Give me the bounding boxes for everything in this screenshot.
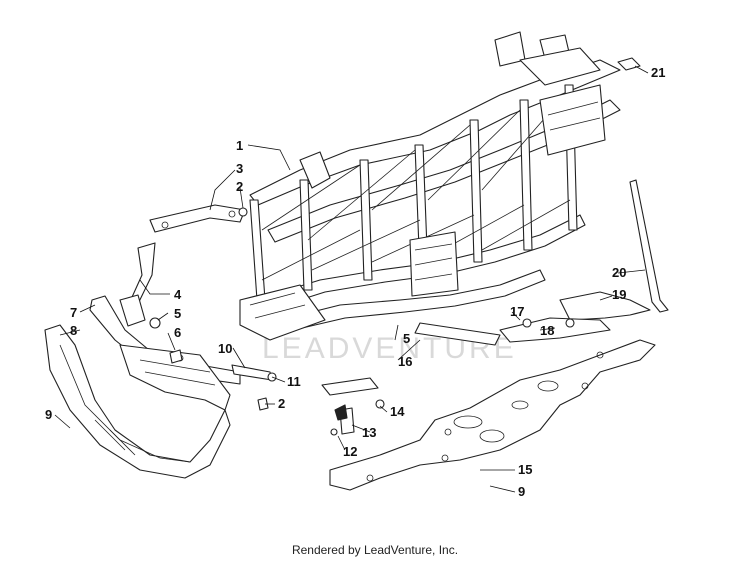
rear-bracket[interactable] bbox=[499, 291, 651, 343]
callout-labels: 1 3 2 4 5 6 7 8 9 10 11 2 5 16 17 18 19 … bbox=[45, 65, 665, 499]
callout-9b: 9 bbox=[518, 484, 525, 499]
callout-10: 10 bbox=[218, 341, 232, 356]
main-frame[interactable] bbox=[239, 31, 621, 341]
callout-17: 17 bbox=[510, 304, 524, 319]
center-plate[interactable] bbox=[414, 322, 501, 346]
front-bumper[interactable] bbox=[89, 295, 241, 411]
front-guard[interactable] bbox=[44, 324, 231, 479]
callout-9: 9 bbox=[45, 407, 52, 422]
lower-link[interactable] bbox=[321, 377, 385, 436]
callout-18: 18 bbox=[540, 323, 554, 338]
callout-2: 2 bbox=[236, 179, 243, 194]
skid-plate[interactable] bbox=[329, 339, 656, 491]
leader-lines bbox=[54, 65, 649, 493]
callout-13: 13 bbox=[362, 425, 376, 440]
support-rod[interactable] bbox=[629, 179, 669, 313]
callout-19: 19 bbox=[612, 287, 626, 302]
callout-20: 20 bbox=[612, 265, 626, 280]
callout-16: 16 bbox=[398, 354, 412, 369]
callout-21: 21 bbox=[651, 65, 665, 80]
callout-11: 11 bbox=[287, 374, 301, 389]
callout-12: 12 bbox=[343, 444, 357, 459]
front-brace[interactable] bbox=[119, 242, 156, 327]
hardware-front[interactable] bbox=[149, 207, 277, 411]
callout-14: 14 bbox=[390, 404, 405, 419]
callout-2b: 2 bbox=[278, 396, 285, 411]
left-bracket[interactable] bbox=[149, 204, 246, 233]
callout-6: 6 bbox=[174, 325, 181, 340]
callout-1: 1 bbox=[236, 138, 243, 153]
callout-8: 8 bbox=[70, 323, 77, 338]
callout-7: 7 bbox=[70, 305, 77, 320]
callout-4: 4 bbox=[174, 287, 182, 302]
callout-5: 5 bbox=[174, 306, 181, 321]
footer-credit: Rendered by LeadVenture, Inc. bbox=[291, 543, 459, 557]
rear-pad[interactable] bbox=[617, 57, 641, 71]
callout-5b: 5 bbox=[403, 331, 410, 346]
callout-15: 15 bbox=[518, 462, 532, 477]
callout-3: 3 bbox=[236, 161, 243, 176]
